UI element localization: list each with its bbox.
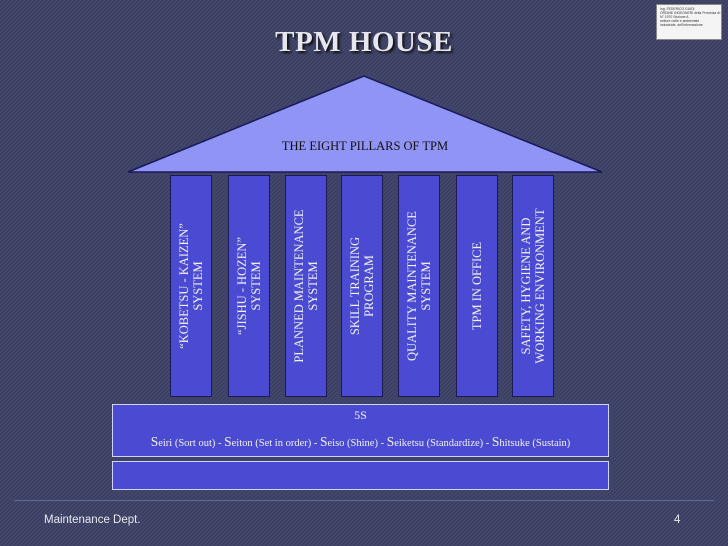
pillar-tpm-in-office: TPM IN OFFICE xyxy=(456,175,498,397)
item-text: eiso (Shine) xyxy=(327,438,378,449)
base-items: Seiri (Sort out) - Seiton (Set in order)… xyxy=(113,434,608,450)
pillar-skill-training: SKILL TRAINING PROGRAM xyxy=(341,175,383,397)
pillar-label: TPM IN OFFICE xyxy=(470,241,484,331)
roof-shape xyxy=(127,75,603,173)
separator: - xyxy=(311,438,320,449)
item-initial: S xyxy=(386,434,395,449)
stamp-line: industriale, dell'informazione xyxy=(660,23,703,27)
stamp-line: settore civile e ambientale xyxy=(660,19,700,23)
item-text: eiketsu (Standardize) xyxy=(394,438,484,449)
pillar-safety-hygiene: SAFETY, HYGIENE AND WORKING ENVIRONMENT xyxy=(512,175,554,397)
footer-department: Maintenance Dept. xyxy=(44,514,141,526)
pillar-kobetsu-kaizen: “KOBETSU - KAIZEN” SYSTEM xyxy=(170,175,212,397)
separator: - xyxy=(483,438,492,449)
pillar-jishu-hozen: “JISHU - HOZEN” SYSTEM xyxy=(228,175,270,397)
base-title: 5S xyxy=(354,408,367,422)
slide-title: TPM HOUSE xyxy=(275,26,453,58)
pillar-label: “KOBETSU - KAIZEN” SYSTEM xyxy=(177,223,205,349)
foundation-block xyxy=(112,461,609,490)
item-initial: S xyxy=(320,434,328,449)
item-initial: S xyxy=(150,434,159,449)
item-text: hitsuke (Sustain) xyxy=(499,438,571,449)
item-text: eiri (Sort out) xyxy=(158,438,216,449)
footer-divider xyxy=(14,500,714,501)
pillar-label: SKILL TRAINING PROGRAM xyxy=(348,236,376,336)
separator: - xyxy=(377,438,387,449)
stamp-line: Ing. FEDERICO GUIDI xyxy=(660,7,695,11)
item-initial: S xyxy=(224,434,232,449)
page-number: 4 xyxy=(674,514,681,526)
pillar-quality-maintenance: QUALITY MAINTENANCE SYSTEM xyxy=(398,175,440,397)
pillar-label: PLANNED MAINTENANCE SYSTEM xyxy=(292,209,320,363)
separator: - xyxy=(215,438,225,449)
pillar-label: “JISHU - HOZEN” SYSTEM xyxy=(235,237,263,335)
pillar-planned-maintenance: PLANNED MAINTENANCE SYSTEM xyxy=(285,175,327,397)
roof-label: THE EIGHT PILLARS OF TPM xyxy=(281,139,449,153)
engineer-stamp: Ing. FEDERICO GUIDI ORDINE INGEGNERI del… xyxy=(656,4,722,40)
stamp-line: ORDINE INGEGNERI della Provincia di PISA xyxy=(660,11,722,15)
stamp-line: N° 1970 Sezione A xyxy=(660,15,689,19)
item-initial: S xyxy=(491,434,500,449)
base-5s: 5S Seiri (Sort out) - Seiton (Set in ord… xyxy=(112,404,609,457)
pillar-label: SAFETY, HYGIENE AND WORKING ENVIRONMENT xyxy=(519,208,547,364)
pillar-label: QUALITY MAINTENANCE SYSTEM xyxy=(405,211,433,361)
item-text: eiton (Set in order) xyxy=(231,438,312,449)
